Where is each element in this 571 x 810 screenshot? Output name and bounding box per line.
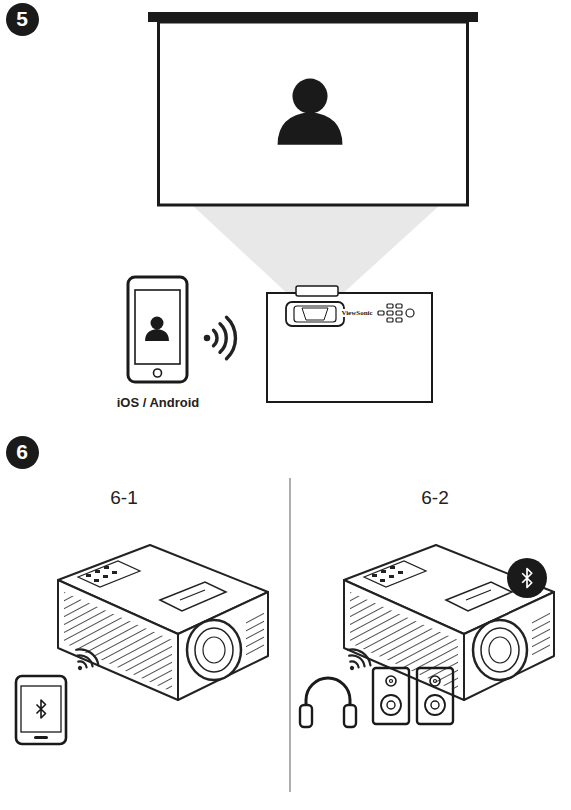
platform-label: iOS / Android [117,395,200,410]
step-number: 5 [16,7,28,31]
brand-label: ViewSonic [340,309,373,317]
step-number: 6 [16,440,28,464]
step-number-circle: 6 [6,436,39,469]
step-label: 6-1 [110,487,137,509]
step-label: 6-2 [421,487,448,509]
step-number-circle: 5 [6,3,39,36]
